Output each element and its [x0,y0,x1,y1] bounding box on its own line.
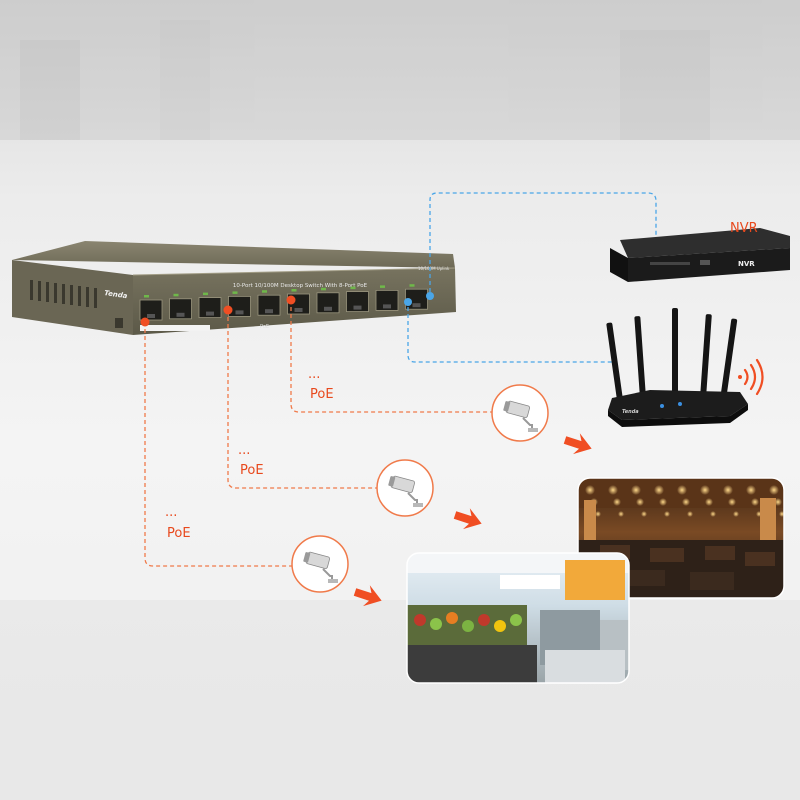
ceiling-lamp [618,511,624,517]
ethernet-port-8 [346,286,369,313]
ethernet-port-3 [198,292,222,319]
ceiling-lamp [585,485,595,495]
ceiling-lamp [723,485,733,495]
ceiling-lamp [654,485,664,495]
port-label-strip [140,325,210,331]
switch-side-vents [30,280,97,308]
poe-switch: Tenda 10-Port 10/100M Desktop Switch Wit… [12,241,456,335]
ethernet-port-5 [257,290,281,316]
ethernet-port-2 [169,293,192,320]
ceiling-lamp [641,511,647,517]
ethernet-port-9 [375,285,399,311]
branch-1-label: PoE [167,526,191,541]
ceiling-lamp [700,485,710,495]
router-brand: Tenda [622,409,639,415]
ethernet-port-4 [228,291,251,317]
link-switch-to-router [407,300,615,363]
nvr-link-dot [426,292,434,300]
ceiling-lamp [608,485,618,495]
ceiling-lamp [705,498,713,506]
ceiling-lamp [659,498,667,506]
ceiling-lamp [613,498,621,506]
poe-port-dot-3 [286,295,296,305]
nvr-device: NVR [610,228,790,282]
cctv-camera-icon [376,459,434,517]
ceiling-lamp [733,511,739,517]
poe-link-1 [144,322,292,567]
uplink-label: 10/100M Uplink [418,266,450,271]
ceiling-lamp [677,485,687,495]
ethernet-port-1 [139,295,163,321]
ceiling-lamp [687,511,693,517]
branch-1-dots: ... [165,505,177,520]
poe-port-dot-1 [140,317,150,327]
data-links [407,192,657,363]
switch-ports [139,284,428,321]
power-switch [115,318,123,328]
right-arrow-icon [561,429,596,460]
router-link-dot [404,298,412,306]
ceiling-lamp [728,498,736,506]
cctv-camera-icon [491,384,549,442]
ceiling-lamp [636,498,644,506]
ceiling-lamp [751,498,759,506]
branch-3-dots: ... [308,367,320,382]
ceiling-lamp [710,511,716,517]
ceiling-lamp [664,511,670,517]
poe-group-label: PoE [260,324,269,330]
branch-2-label: PoE [240,463,264,478]
ceiling-lamp [769,485,779,495]
cctv-camera-icon [291,535,349,593]
poe-branch-labels: ... PoE ... PoE ... PoE [165,367,334,541]
ceiling-lamp [595,511,601,517]
switch-brand: Tenda [104,289,128,300]
poe-port-dot-2 [223,305,233,315]
wifi-signal-icon [738,358,764,396]
wifi-router: Tenda [606,308,748,427]
poe-links [144,300,492,567]
right-arrow-icon [451,504,486,535]
link-switch-to-nvr [429,192,657,292]
nvr-face-text: NVR [738,260,755,268]
ceiling-lamp [682,498,690,506]
poe-link-2 [227,310,378,489]
ethernet-port-7 [316,287,340,314]
ceiling-lamp [631,485,641,495]
branch-2-dots: ... [238,443,250,458]
branch-3-label: PoE [310,387,334,402]
nvr-label: NVR [730,221,758,236]
switch-model-text: 10-Port 10/100M Desktop Switch With 8-Po… [233,283,368,289]
ceiling-lamp [746,485,756,495]
supermarket-scene-image [407,553,629,683]
